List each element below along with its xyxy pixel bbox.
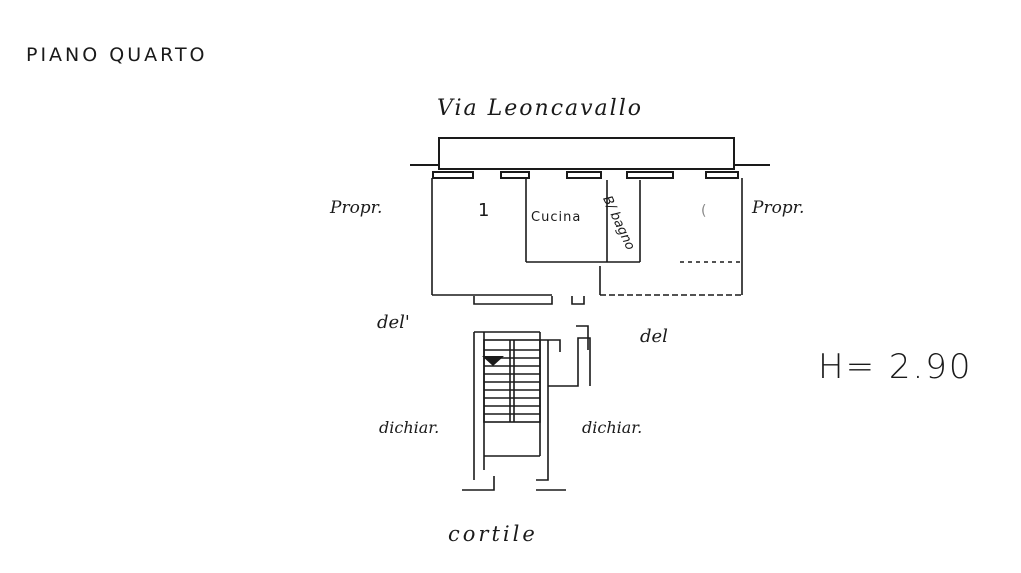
del-left-annotation: del'	[377, 312, 410, 333]
room-right-label: (	[701, 203, 707, 219]
neighbor-right-label: Propr.	[752, 198, 805, 218]
ceiling-height-label: H= 2.90	[818, 347, 973, 387]
entrance-landing	[473, 296, 589, 350]
courtyard-label: cortile	[448, 522, 538, 546]
kitchen-label: Cucina	[531, 210, 582, 225]
street-name: Via Leoncavallo	[437, 96, 643, 121]
del-right-annotation: del	[640, 326, 668, 347]
stairwell	[462, 331, 591, 491]
street-front-wall	[410, 137, 770, 170]
plan-title: PIANO QUARTO	[26, 44, 208, 66]
neighbor-left-label: Propr.	[330, 198, 383, 218]
dichiar-right-annotation: dichiar.	[582, 418, 643, 437]
room-1-label: 1	[478, 200, 490, 221]
window-openings	[432, 171, 739, 179]
dichiar-left-annotation: dichiar.	[379, 418, 440, 437]
stair-arrow-icon	[482, 356, 504, 366]
apartment-walls	[431, 178, 743, 296]
